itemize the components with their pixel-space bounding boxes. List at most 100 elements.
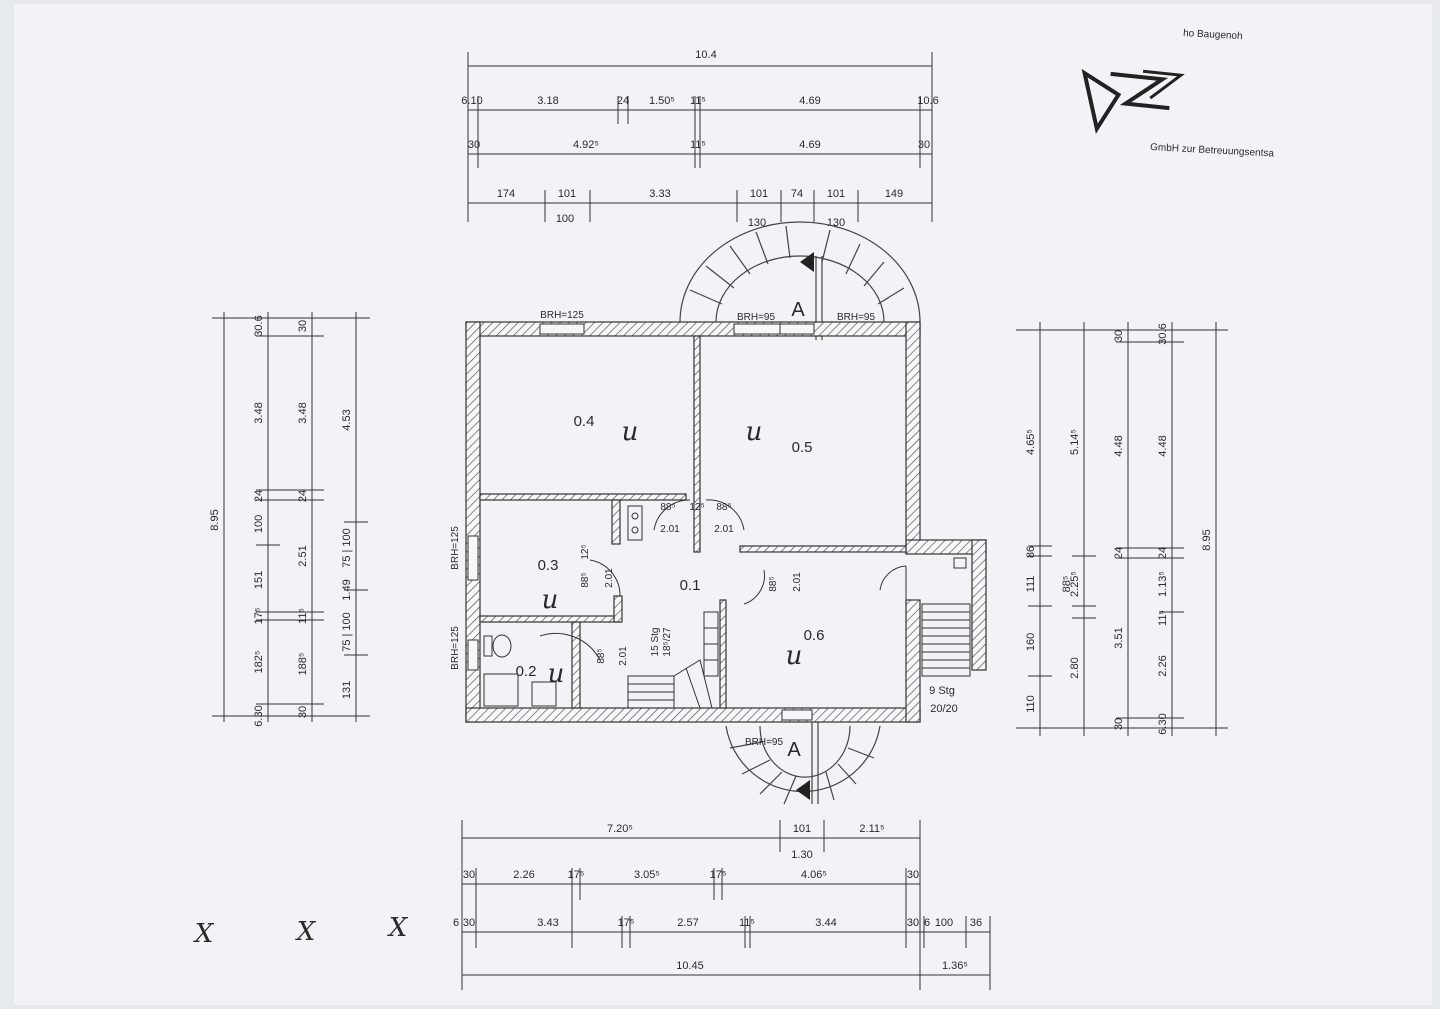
dim-bot-r3-1: 30 [463,917,475,929]
dim-bot-r2-5: 4.06⁵ [801,869,827,881]
dim-top-r3b-0: 100 [556,213,574,225]
dim-bot-r3-0: 6 [453,917,459,929]
dim-left-b-6: 30 [297,320,309,332]
dim-top-r1-6: 10.6 [917,95,938,107]
dim-bot-r3-3: 17⁵ [618,917,635,929]
dim-bot-r4-1: 1.36⁵ [942,960,968,972]
door-dim-r2-1: 2.01 [618,646,629,666]
room-0-5-mark: u [746,417,763,447]
dim-top-r1-5: 4.69 [799,95,820,107]
exterior-stair [921,603,971,677]
dim-bot-r2-1: 2.26 [513,869,534,881]
dims-right [1016,322,1228,736]
dim-top-r3-1: 101 [558,188,576,200]
dim-right-d-1: 2.26 [1157,655,1169,676]
stair-inner-label-2: 18⁵/27 [662,627,673,657]
section-mark-top: A [791,299,805,321]
room-0-5-label: 0.5 [792,439,813,456]
dim-bot-r1-2: 2.11⁵ [859,823,884,835]
dim-right-a-2: 111 [1025,576,1037,593]
dim-left-a-5: 100 [253,515,265,533]
dim-right-a-1: 160 [1025,633,1037,651]
dim-left-c-2: 1.49 [341,579,353,600]
dim-left-c-4: 4.53 [341,409,353,430]
arrow-top-icon [800,252,814,272]
dim-top-r1-3: 1.50⁵ [649,95,675,107]
dim-top-r3-3: 101 [750,188,768,200]
x-mark-1: X [193,919,215,949]
dim-top-r2-2: 11⁵ [690,139,706,151]
dim-right-a-0: 110 [1025,695,1037,713]
dim-top-r1-4: 11⁵ [690,95,706,107]
door-dim-r2-0: 88⁵ [596,648,607,663]
dim-right-b-3: 5.14⁵ [1069,429,1081,455]
dim-right-d-4: 24 [1157,547,1169,559]
x-mark-3: X [387,913,409,943]
dim-left-b-3: 2.51 [297,545,309,566]
stair-outer-label-2: 20/20 [930,703,958,715]
dim-top-r3-2: 3.33 [649,188,670,200]
door-dim-r3-2: 2.01 [604,568,615,588]
dim-bot-r3-5: 11⁵ [739,917,755,929]
room-0-3-label: 0.3 [538,557,559,574]
dim-top-r3-4: 74 [791,188,803,200]
openings [467,323,815,721]
dim-top-r3-5: 101 [827,188,845,200]
dim-top-r3b-1: 130 [748,217,766,229]
dim-left-a-2: 17⁵ [253,608,265,625]
dim-right-a-3: 86 [1025,546,1037,558]
room-0-6-label: 0.6 [804,627,825,644]
door-swings [539,499,907,661]
dim-top-r1-0: 6.10 [461,95,482,107]
dim-right-d-2: 11⁵ [1157,610,1169,626]
dims-top [467,52,933,222]
room-0-4-label: 0.4 [574,413,595,430]
dim-left-a-3: 151 [253,571,265,589]
section-mark-bottom: A [787,739,801,761]
x-mark-2: X [295,917,317,947]
door-dim-pb-0: 2.01 [660,524,680,535]
dim-bot-r2-0: 30 [463,869,475,881]
dim-left-a-6: 3.48 [253,402,265,423]
brh-bottom: BRH=95 [745,737,784,748]
dim-right-d-6: 30.6 [1157,323,1169,344]
dim-left-b-2: 11⁵ [297,608,309,624]
dim-left-c-1: 75 | 100 [341,612,353,652]
dim-left-b-1: 188⁵ [297,653,309,676]
dim-left-a-7: 30.6 [253,315,265,336]
dim-top-r1-1: 3.18 [537,95,558,107]
room-0-1-label: 0.1 [680,577,701,594]
brh-top-left: BRH=125 [540,310,584,321]
dim-top-r3-6: 149 [885,188,903,200]
brh-left-2: BRH=125 [450,626,461,670]
room-0-2-label: 0.2 [516,663,537,680]
dim-top-r2-1: 4.92⁵ [573,139,599,151]
dim-left-c-3: 75 | 100 [341,528,353,568]
dim-left-b-0: 30 [297,706,309,718]
dim-left-a-4: 24 [253,490,265,502]
door-dim-pt-2: 88⁵ [716,502,731,513]
dim-bot-r3-6: 3.44 [815,917,836,929]
dim-left-overall: 8.95 [209,509,221,530]
dim-left-a-1: 182⁵ [253,651,265,674]
dim-right-c-1: 3.51 [1113,627,1125,648]
dim-top-r2-3: 4.69 [799,139,820,151]
dim-bot-r2-6: 30 [907,869,919,881]
arrow-bottom-icon [796,780,810,800]
dim-right-c-0: 30 [1113,718,1125,730]
room-0-2-mark: u [548,659,565,689]
dim-left-b-5: 3.48 [297,402,309,423]
dim-right-d-5: 4.48 [1157,435,1169,456]
brh-top-right: BRH=95 [837,312,876,323]
door-dim-r3-1: 12⁵ [580,544,591,559]
brh-left-1: BRH=125 [450,526,461,570]
door-dim-r3-0: 88⁵ [580,572,591,587]
dim-right-b-1: 2.25⁵ [1069,571,1081,597]
dim-top-r1-2: 24 [617,95,629,107]
interior-stair [627,611,719,709]
dim-top-overall: 10.4 [695,49,716,61]
dim-right-c-2: 24 [1113,547,1125,559]
dim-bot-r2-4: 17⁵ [710,869,727,881]
door-dim-pt-1: 12⁵ [689,502,704,513]
dim-left-a-0: 6.30 [253,705,265,726]
